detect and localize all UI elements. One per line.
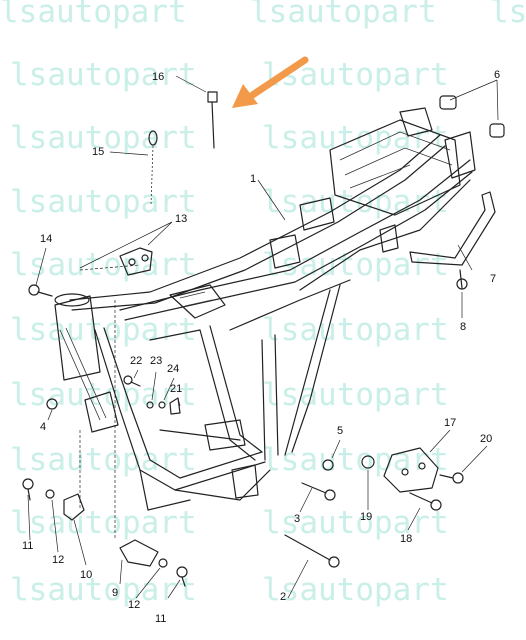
part-14-bolt <box>28 284 53 297</box>
watermark-text: lsautopart <box>262 572 449 608</box>
callout-4: 4 <box>40 421 46 433</box>
callout-5: 5 <box>337 425 343 437</box>
callout-11: 11 <box>22 540 33 552</box>
part-11-bolt <box>22 478 34 501</box>
callout-18: 18 <box>400 533 412 545</box>
watermark-layer: lsautopart lsautopart lsautopart lsautop… <box>0 0 526 608</box>
part-17-plate <box>383 447 439 493</box>
part-2-long-bolt <box>284 534 340 568</box>
callout-12: 12 <box>128 599 140 611</box>
callout-24: 24 <box>167 363 179 375</box>
watermark-text: lsautopart <box>262 312 449 348</box>
watermark-text: lsautopart <box>0 0 187 30</box>
callout-8: 8 <box>460 321 466 333</box>
callout-16: 16 <box>152 71 164 83</box>
callout-6: 6 <box>494 69 500 81</box>
callout-labels: 1 2 3 4 5 6 7 8 9 10 11 11 12 12 13 14 1… <box>22 69 500 625</box>
callout-17: 17 <box>444 417 456 429</box>
watermark-text: lsautopart <box>10 184 197 220</box>
watermark-text: lsautopart <box>10 312 197 348</box>
watermark-text: lsautopart <box>10 377 197 413</box>
part-16-band <box>207 91 218 149</box>
part-15-chain <box>148 130 158 206</box>
part-12-washer <box>45 489 55 499</box>
callout-20: 20 <box>480 433 492 445</box>
main-frame <box>54 107 476 511</box>
part-11-bolt <box>176 566 188 587</box>
watermark-text: lsautopart <box>10 57 197 93</box>
callout-3: 3 <box>294 513 300 525</box>
highlight-arrow <box>232 56 309 108</box>
part-13-bracket <box>119 247 153 276</box>
part-10-bracket <box>63 493 85 521</box>
part-18-bolt <box>409 492 442 511</box>
part-19-collar <box>361 455 375 469</box>
watermark-text: lsautopart <box>262 505 449 541</box>
part-4-washer <box>46 398 58 410</box>
part-9-bracket <box>119 539 159 567</box>
callout-2: 2 <box>280 591 286 603</box>
leader-lines <box>27 75 499 599</box>
watermark-text: lsautopart <box>262 442 449 478</box>
callout-10: 10 <box>80 569 92 581</box>
callout-14: 14 <box>40 233 52 245</box>
callout-15: 15 <box>92 146 104 158</box>
watermark-text: lsautopart <box>490 0 526 30</box>
part-6-dampers <box>439 95 505 138</box>
part-12-washer <box>158 558 168 568</box>
callout-12: 12 <box>52 554 64 566</box>
part-3-bolt <box>301 482 336 501</box>
watermark-text: lsautopart <box>262 120 449 156</box>
part-7-rear-bar <box>409 191 496 266</box>
callout-7: 7 <box>490 273 496 285</box>
callout-9: 9 <box>112 587 118 599</box>
watermark-text: lsautopart <box>10 442 197 478</box>
callout-19: 19 <box>360 511 372 523</box>
watermark-text: lsautopart <box>10 572 197 608</box>
part-23-washer <box>146 401 154 409</box>
callout-13: 13 <box>175 213 187 225</box>
watermark-text: lsautopart <box>262 57 449 93</box>
part-22-bolt <box>123 375 141 387</box>
watermark-text: lsautopart <box>10 120 197 156</box>
watermark-text: lsautopart <box>10 505 197 541</box>
watermark-text: lsautopart <box>250 0 437 30</box>
callout-11: 11 <box>155 613 166 625</box>
callout-23: 23 <box>150 355 162 367</box>
part-8-bolt <box>456 269 468 290</box>
callout-21: 21 <box>170 383 182 395</box>
callout-1: 1 <box>250 173 256 185</box>
part-20-bolt <box>439 472 464 484</box>
part-21-clip <box>169 397 181 415</box>
part-5-nut <box>322 459 334 471</box>
part-24-nut <box>158 401 166 409</box>
callout-22: 22 <box>130 355 142 367</box>
watermark-text: lsautopart <box>262 377 449 413</box>
